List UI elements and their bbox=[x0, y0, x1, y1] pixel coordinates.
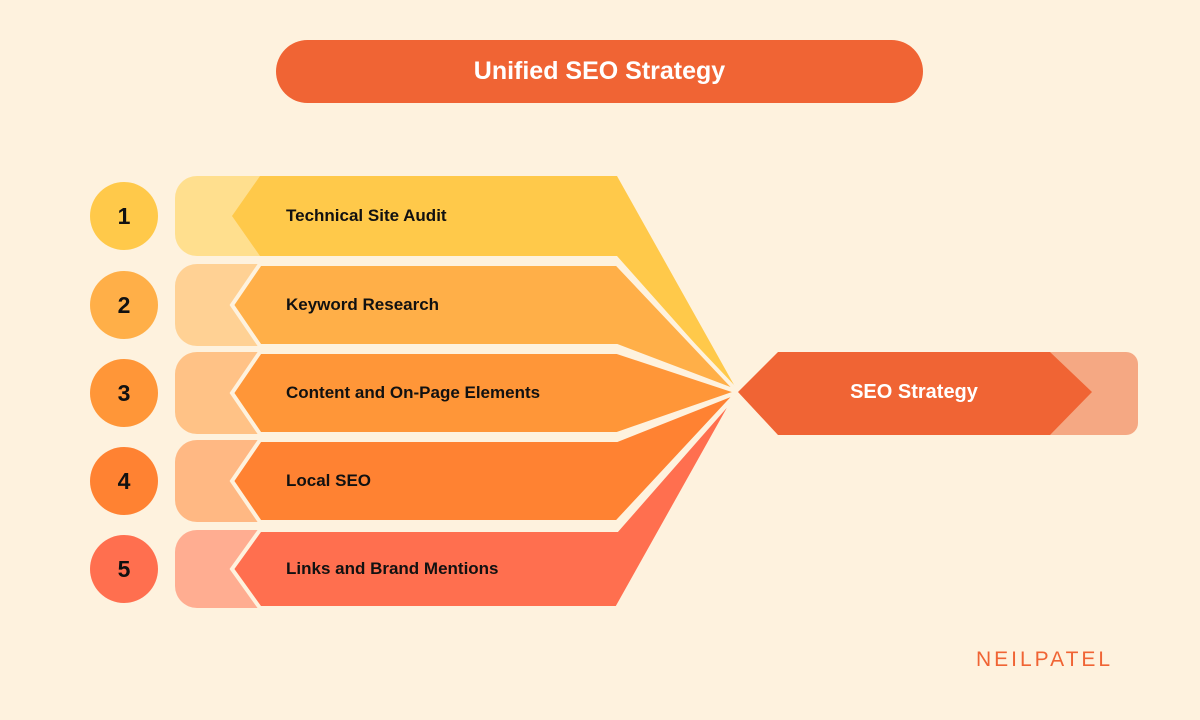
step-label: Technical Site Audit bbox=[286, 206, 447, 225]
step-number-badge: 3 bbox=[90, 359, 158, 427]
title-banner: Unified SEO Strategy bbox=[276, 40, 923, 103]
step-label: Keyword Research bbox=[286, 295, 440, 314]
step-label: Local SEO bbox=[286, 471, 372, 490]
hub-label: SEO Strategy bbox=[850, 381, 978, 403]
step-arrow bbox=[229, 350, 745, 436]
step-arrow bbox=[232, 176, 738, 392]
step-number-badge: 5 bbox=[90, 535, 158, 603]
step-number-badge: 4 bbox=[90, 447, 158, 515]
step-arrow bbox=[229, 390, 740, 524]
step-label: Content and On-Page Elements bbox=[286, 383, 541, 402]
step-arrow bbox=[229, 390, 740, 610]
step-number-badge: 1 bbox=[90, 182, 158, 250]
step-arrow bbox=[229, 262, 740, 394]
step-label: Links and Brand Mentions bbox=[286, 559, 499, 578]
neilpatel-logo: NEILPATEL bbox=[976, 648, 1114, 671]
hub-arrow bbox=[738, 352, 1092, 435]
step-number-badge: 2 bbox=[90, 271, 158, 339]
